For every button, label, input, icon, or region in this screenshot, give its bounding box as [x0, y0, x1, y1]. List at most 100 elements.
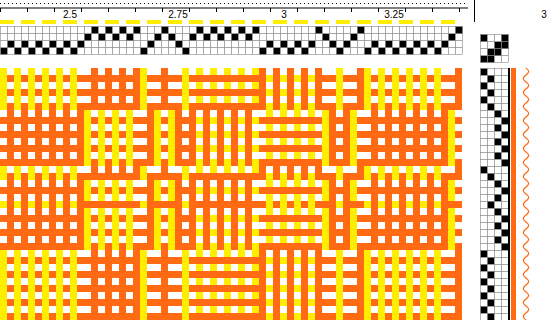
threading-cell [43, 48, 50, 55]
threading-cell [99, 34, 106, 41]
drawdown-cell [42, 68, 49, 75]
drawdown-cell [350, 68, 357, 75]
drawdown-cell [112, 166, 119, 173]
threading-cell [309, 27, 316, 34]
drawdown-cell [210, 194, 217, 201]
drawdown-cell [336, 208, 343, 215]
drawdown-cell [364, 222, 371, 229]
drawdown-cell [14, 89, 21, 96]
drawdown-cell [252, 201, 259, 208]
drawdown-cell [350, 187, 357, 194]
threading-cell [64, 41, 71, 48]
ruler-dot [404, 3, 405, 4]
threading-cell [253, 27, 260, 34]
ruler-dot [228, 3, 229, 4]
drawdown-cell [189, 159, 196, 166]
threading-cell [260, 48, 267, 55]
drawdown-cell [119, 131, 126, 138]
drawdown-cell [77, 117, 84, 124]
drawdown-cell [84, 187, 91, 194]
drawdown-cell [224, 82, 231, 89]
drawdown-cell [350, 180, 357, 187]
drawdown-cell [175, 215, 182, 222]
drawdown-cell [343, 194, 350, 201]
drawdown-cell [112, 173, 119, 180]
threading-cell [36, 48, 43, 55]
drawdown-cell [210, 131, 217, 138]
threading-cell [456, 34, 463, 41]
threading-cell [414, 41, 421, 48]
drawdown-cell [294, 68, 301, 75]
threading-cell [288, 34, 295, 41]
drawdown-cell [56, 131, 63, 138]
drawdown-cell [434, 201, 441, 208]
threading-cell [421, 27, 428, 34]
drawdown-cell [56, 201, 63, 208]
drawdown-cell [84, 138, 91, 145]
threading-cell [197, 48, 204, 55]
drawdown-cell [385, 152, 392, 159]
drawdown-cell [84, 159, 91, 166]
drawdown-cell [98, 222, 105, 229]
drawdown-cell [7, 82, 14, 89]
drawdown-cell [273, 222, 280, 229]
drawdown-cell [434, 187, 441, 194]
drawdown-cell [175, 222, 182, 229]
drawdown-cell [280, 215, 287, 222]
drawdown-cell [252, 89, 259, 96]
drawdown-cell [14, 187, 21, 194]
drawdown-cell [7, 110, 14, 117]
drawdown-cell [70, 131, 77, 138]
drawdown-cell [245, 96, 252, 103]
drawdown-cell [0, 138, 7, 145]
drawdown-cell [399, 103, 406, 110]
drawdown-cell [455, 215, 462, 222]
drawdown-cell [189, 124, 196, 131]
drawdown-cell [329, 194, 336, 201]
drawdown-cell [364, 173, 371, 180]
ruler-dot [192, 3, 193, 4]
drawdown-cell [371, 187, 378, 194]
drawdown-cell [42, 145, 49, 152]
drawdown-cell [210, 117, 217, 124]
drawdown-cell [161, 96, 168, 103]
drawdown-cell [63, 75, 70, 82]
drawdown-cell [147, 208, 154, 215]
drawdown-cell [70, 103, 77, 110]
drawdown-cell [238, 215, 245, 222]
drawdown-cell [112, 180, 119, 187]
drawdown-cell [7, 68, 14, 75]
drawdown-cell [84, 152, 91, 159]
warp-color [63, 20, 70, 24]
drawdown-cell [385, 124, 392, 131]
warp-color [441, 20, 448, 24]
ruler-dot [300, 3, 301, 4]
drawdown-cell [35, 124, 42, 131]
drawdown-cell [231, 194, 238, 201]
drawdown-cell [245, 159, 252, 166]
drawdown-cell [63, 215, 70, 222]
drawdown-cell [378, 201, 385, 208]
drawdown-cell [154, 68, 161, 75]
drawdown-cell [56, 194, 63, 201]
drawdown-cell [448, 194, 455, 201]
drawdown-cell [126, 159, 133, 166]
drawdown-cell [259, 103, 266, 110]
drawdown-cell [133, 152, 140, 159]
threading-cell [183, 34, 190, 41]
drawdown-cell [140, 187, 147, 194]
drawdown-cell [371, 117, 378, 124]
drawdown-cell [455, 124, 462, 131]
threading-cell [281, 48, 288, 55]
drawdown-cell [350, 201, 357, 208]
drawdown-cell [112, 68, 119, 75]
threading-cell [386, 48, 393, 55]
ruler-dot [24, 3, 25, 4]
threading-cell [162, 34, 169, 41]
drawdown-cell [126, 145, 133, 152]
threading-cell [50, 48, 57, 55]
drawdown-cell [168, 201, 175, 208]
drawdown-cell [315, 124, 322, 131]
threading-cell [64, 27, 71, 34]
drawdown-cell [455, 166, 462, 173]
